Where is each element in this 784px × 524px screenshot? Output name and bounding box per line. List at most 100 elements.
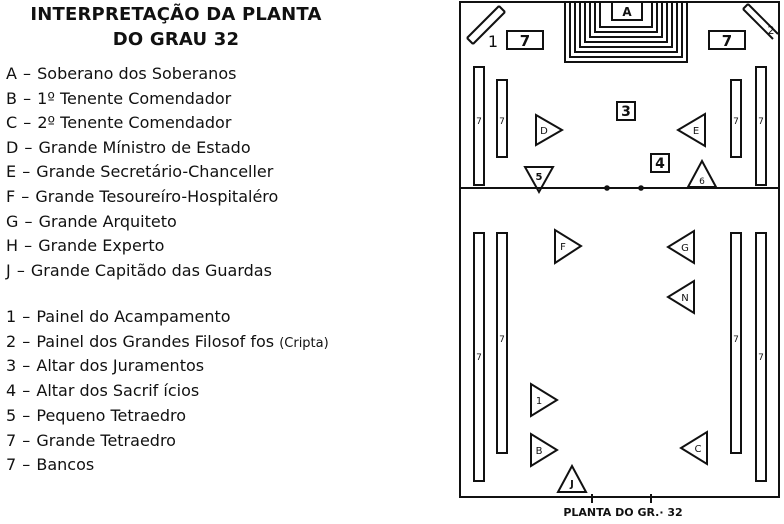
legend-text: 1º Tenente Comendador	[37, 88, 232, 108]
legend-separator: –	[24, 211, 33, 231]
legend-key: A	[6, 64, 17, 83]
legend-separator: –	[22, 381, 31, 401]
legend-item: E – Grande Secretário-Chanceller	[6, 162, 273, 181]
triangle-c-label: C	[695, 444, 702, 455]
legend-item: 7 – Bancos	[6, 455, 94, 474]
triangle-j-label: J	[569, 479, 574, 490]
legend-note: (Cripta)	[279, 335, 329, 351]
legend-text: 2º Tenente Comendador	[37, 113, 232, 133]
bench-upper-right-inner-label: 7	[733, 117, 739, 127]
legend-text: Grande Mínistro de Estado	[38, 137, 251, 157]
triangle-h	[666, 279, 695, 315]
legend-item: A – Soberano dos Soberanos	[6, 64, 236, 83]
panel-1	[466, 5, 506, 45]
triangle-b	[530, 432, 559, 468]
legend-separator: –	[22, 331, 31, 351]
legend-separator: –	[23, 64, 32, 83]
bench-lower-right-inner	[730, 232, 742, 454]
legend-text: Grande Tetraedro	[36, 430, 176, 450]
panel-1-label: 1	[488, 32, 498, 51]
legend-item: F – Grande Tesoureíro-Hospitaléro	[6, 187, 278, 206]
legend-text: Grande Capitãdo das Guardas	[30, 260, 272, 280]
panel-2	[742, 3, 779, 40]
legend-title-line2: DO GRAU 32	[112, 29, 240, 50]
divider-dot-right	[638, 185, 644, 191]
legend-text: Painel dos Grandes Filosof fos	[36, 331, 275, 351]
legend-key: 5	[6, 405, 17, 425]
legend-item: B – 1º Tenente Comendador	[6, 89, 231, 108]
legend-key: H	[6, 236, 19, 256]
box-7-right	[708, 30, 746, 50]
bench-upper-right-outer-label: 7	[758, 117, 764, 127]
bench-lower-right-inner-label: 7	[733, 335, 739, 345]
panel-2-label: 2	[768, 24, 775, 37]
legend-separator: –	[24, 137, 33, 157]
legend-separator: –	[23, 88, 32, 108]
triangle-d	[535, 113, 565, 147]
box-7-left-label: 7	[520, 32, 530, 50]
legend-item: 2 – Painel dos Grandes Filosof fos (Crip…	[6, 332, 329, 351]
bench-upper-left-outer-label: 7	[476, 117, 482, 127]
plan-caption: PLANTA DO GR.· 32	[563, 506, 682, 519]
legend-key: D	[6, 137, 19, 157]
box-7-right-label: 7	[722, 32, 732, 50]
legend-text: Soberano dos Soberanos	[37, 64, 237, 83]
legend-key: G	[6, 211, 19, 231]
bench-lower-right-outer-label: 7	[758, 353, 764, 363]
legend-text: Bancos	[36, 455, 95, 475]
bench-lower-left-inner	[496, 232, 508, 454]
triangle-e	[676, 112, 706, 148]
throne-label: A	[622, 5, 632, 19]
legend-separator: –	[22, 405, 31, 425]
altar-3-label: 3	[621, 104, 631, 120]
legend-separator: –	[22, 356, 31, 376]
bench-upper-left-inner-label: 7	[499, 117, 505, 127]
legend-key: 1	[6, 307, 17, 326]
legend-item: D – Grande Mínistro de Estado	[6, 138, 251, 157]
legend-text: Grande Experto	[38, 236, 165, 256]
throne-platform	[564, 1, 688, 63]
bench-lower-right-outer	[755, 232, 767, 482]
legend-item: J – Grande Capitãdo das Guardas	[6, 261, 272, 280]
legend-item: 3 – Altar dos Juramentos	[6, 356, 204, 375]
divider-dot-left	[604, 185, 610, 191]
legend-item: 4 – Altar dos Sacrif ícios	[6, 381, 199, 400]
legend-separator: –	[22, 307, 31, 326]
legend-separator: –	[21, 187, 30, 206]
legend-separator: –	[23, 113, 32, 133]
legend-key: 2	[6, 331, 17, 351]
legend-text: Altar dos Sacrif ícios	[36, 381, 200, 401]
triangle-h-label: N	[681, 293, 688, 304]
triangle-1-label: 1	[536, 396, 542, 407]
legend-key: 3	[6, 356, 17, 376]
triangle-e-label: E	[693, 126, 699, 137]
bench-upper-left-inner	[496, 79, 508, 158]
bench-upper-left-outer	[473, 66, 485, 186]
triangle-j	[556, 463, 588, 493]
legend-separator: –	[22, 430, 31, 450]
altar-3	[616, 101, 636, 121]
altar-4	[650, 153, 670, 173]
legend-text: Painel do Acampamento	[36, 307, 231, 326]
triangle-6	[686, 158, 718, 188]
triangle-f	[554, 228, 583, 265]
legend-item: H – Grande Experto	[6, 236, 164, 255]
legend-key: 4	[6, 381, 17, 401]
legend-key: J	[6, 260, 11, 280]
triangle-f-label: F	[560, 242, 566, 253]
legend-key: 7	[6, 430, 17, 450]
legend-text: Pequeno Tetraedro	[36, 405, 187, 425]
legend-item: G – Grande Arquiteto	[6, 212, 177, 231]
triangle-6-label: 6	[699, 177, 705, 187]
box-7-left	[506, 30, 544, 50]
legend-title-line1: INTERPRETAÇÃO DA PLANTA	[30, 4, 322, 25]
legend-key: C	[6, 113, 18, 133]
legend-text: Grande Tesoureíro-Hospitaléro	[35, 187, 279, 206]
legend-key: F	[6, 187, 16, 206]
legend-separator: –	[22, 162, 31, 182]
bench-upper-right-outer	[755, 66, 767, 186]
legend-key: B	[6, 88, 17, 108]
bench-upper-right-inner	[730, 79, 742, 158]
triangle-5-label: 5	[536, 172, 543, 183]
